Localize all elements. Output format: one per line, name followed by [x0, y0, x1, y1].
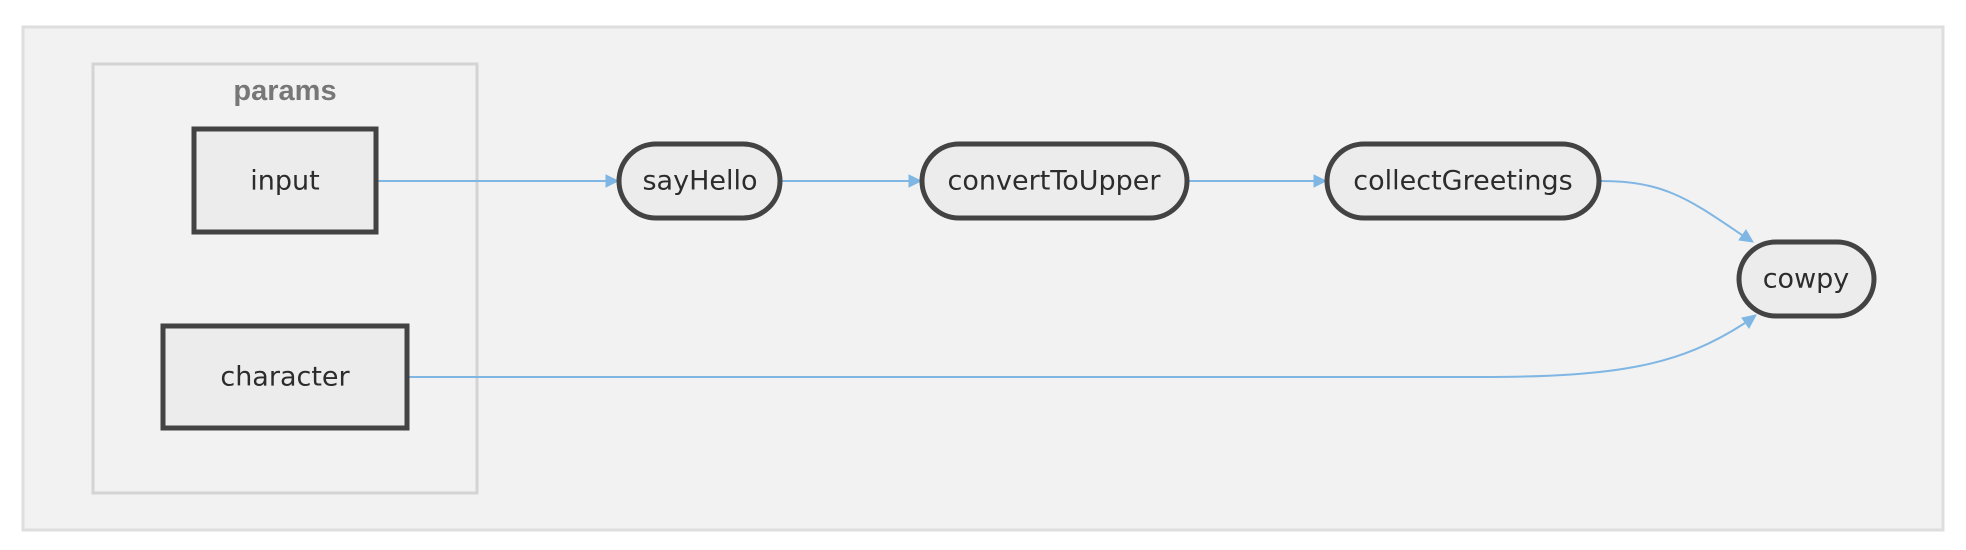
converttoupper-node-box: [919, 141, 1190, 221]
node-cowpy[interactable]: cowpy: [1736, 239, 1877, 319]
node-collectgreetings[interactable]: collectGreetings: [1324, 141, 1602, 221]
edge-character-to-cowpy: [408, 322, 1746, 378]
params-group: params: [91, 62, 479, 495]
edge-collectgreetings-to-cowpy: [1600, 180, 1743, 236]
arrow-head-cowpy-top: [1738, 229, 1754, 243]
cowpy-node-box: [1736, 239, 1877, 319]
character-node-box: [160, 323, 410, 431]
sayhello-node-label: sayHello: [642, 166, 757, 197]
params-group-title: params: [233, 75, 336, 107]
arrow-head-sayhello: [605, 174, 620, 188]
node-character[interactable]: character: [160, 323, 410, 431]
input-node-box: [191, 126, 379, 235]
collectgreetings-node-box: [1324, 141, 1602, 221]
params-group-box: [91, 62, 479, 495]
node-input[interactable]: input: [191, 126, 379, 235]
edges: [377, 174, 1757, 378]
arrow-head-cowpy-bottom: [1741, 314, 1757, 329]
cowpy-node-label: cowpy: [1763, 264, 1850, 295]
node-sayhello[interactable]: sayHello: [616, 141, 783, 221]
input-node-label: input: [250, 166, 319, 197]
collectgreetings-node-label: collectGreetings: [1353, 166, 1572, 197]
arrow-head-collectgreetings: [1313, 174, 1328, 188]
arrow-head-converttoupper: [908, 174, 923, 188]
sayhello-node-box: [616, 141, 783, 221]
diagram-canvas: [21, 25, 1945, 532]
node-converttoupper[interactable]: convertToUpper: [919, 141, 1190, 221]
converttoupper-node-label: convertToUpper: [948, 166, 1162, 197]
character-node-label: character: [220, 362, 350, 393]
